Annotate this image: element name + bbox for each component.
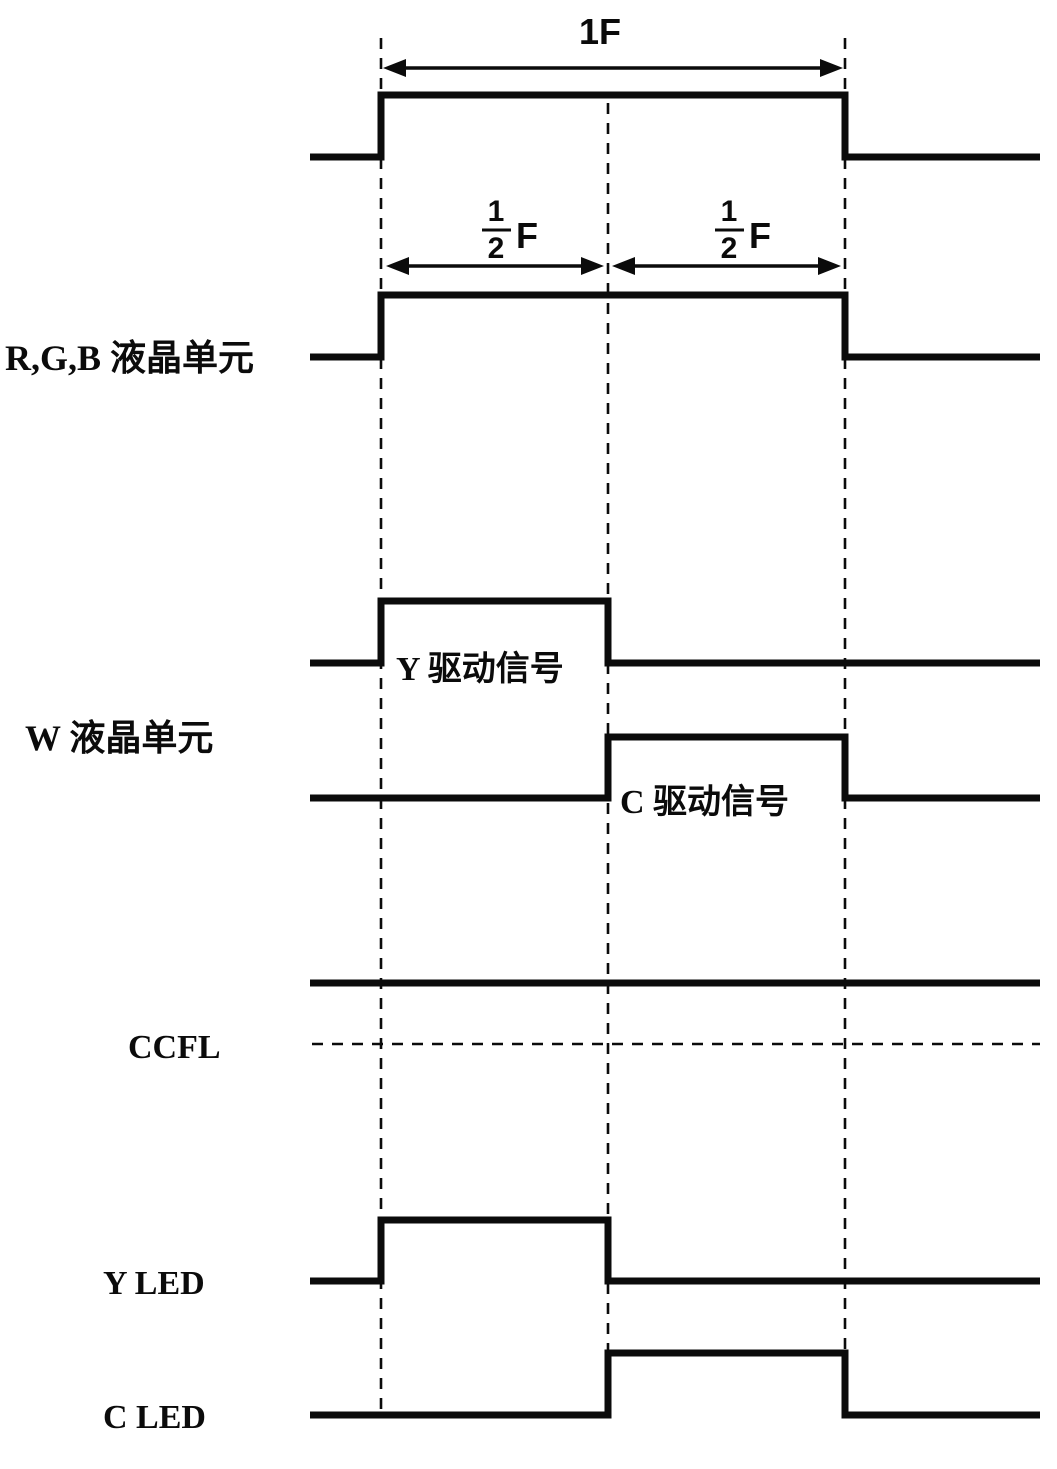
waveform-frame-pulse — [310, 91, 1040, 161]
waveform-rgb-cell — [310, 291, 1040, 361]
label-frame-period: 1F — [579, 11, 621, 52]
arrow-half-left-head-left — [386, 257, 409, 275]
dimension-arrow-half-right: 1 2 F — [612, 195, 841, 275]
waveform-y-drive — [310, 597, 1040, 667]
label-half-left-unit: F — [516, 215, 538, 256]
label-rgb-cell: R,G,B 液晶单元 — [5, 338, 254, 378]
label-c-led: C LED — [103, 1399, 206, 1436]
label-y-drive: Y 驱动信号 — [396, 650, 564, 688]
arrow-half-right-head-right — [818, 257, 841, 275]
arrow-1f-head-right — [820, 59, 843, 77]
label-half-left-denominator: 2 — [488, 232, 505, 265]
label-half-right-denominator: 2 — [721, 232, 738, 265]
label-w-cell: W 液晶单元 — [25, 718, 213, 758]
dimension-arrow-half-left: 1 2 F — [386, 195, 604, 275]
arrow-half-right-head-left — [612, 257, 635, 275]
label-half-right-numerator: 1 — [721, 195, 738, 228]
label-half-right-unit: F — [749, 215, 771, 256]
dimension-arrow-1f: 1F — [383, 11, 843, 77]
waveform-c-drive — [310, 733, 1040, 802]
waveform-c-led — [310, 1349, 1040, 1419]
waveform-y-led — [310, 1216, 1040, 1285]
label-half-left-numerator: 1 — [488, 195, 505, 228]
label-y-led: Y LED — [103, 1265, 205, 1302]
label-c-drive: C 驱动信号 — [620, 783, 789, 821]
label-ccfl: CCFL — [128, 1029, 221, 1066]
arrow-half-left-head-right — [581, 257, 604, 275]
arrow-1f-head-left — [383, 59, 406, 77]
